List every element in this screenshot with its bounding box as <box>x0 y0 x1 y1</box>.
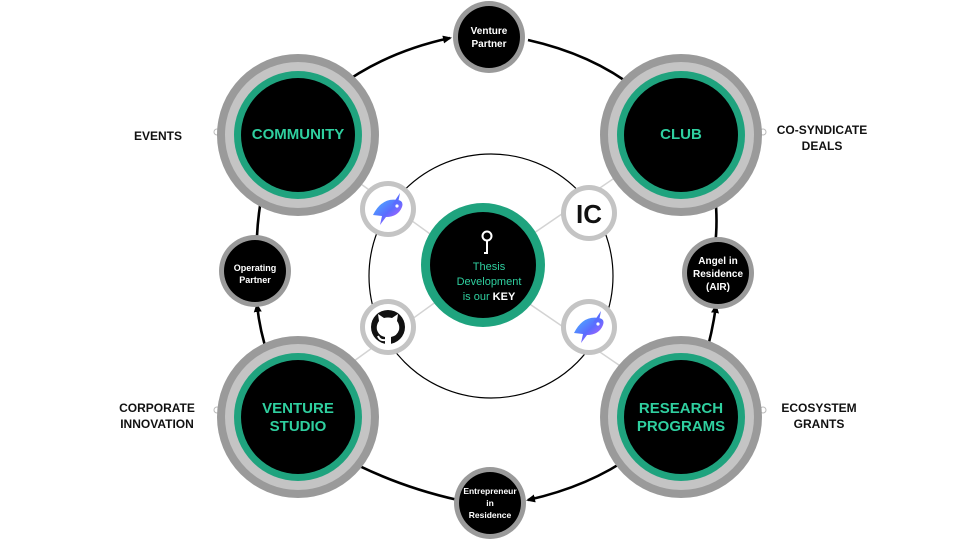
label-co-syndicate-line1: CO-SYNDICATE <box>777 123 867 137</box>
center-line3: is our KEY <box>463 291 516 303</box>
hub-research-programs[interactable]: RESEARCH PROGRAMS <box>600 336 762 498</box>
badge-bottom-right[interactable] <box>561 299 617 355</box>
ic-badge-text: IC <box>576 199 602 229</box>
hub-community[interactable]: COMMUNITY <box>217 54 379 216</box>
center-line2: Development <box>457 276 522 288</box>
github-icon <box>371 310 405 344</box>
hub-research-line1: RESEARCH <box>639 400 723 417</box>
role-entrepreneur-in-residence[interactable]: Entrepreneur in Residence <box>454 467 526 539</box>
fish-icon <box>373 193 403 225</box>
badge-bottom-left[interactable] <box>360 299 416 355</box>
center-thesis[interactable]: Thesis Development is our KEY <box>421 203 545 327</box>
role-venture-partner[interactable]: Venture Partner <box>453 1 525 73</box>
center-line1: Thesis <box>473 261 506 273</box>
air-line3: (AIR) <box>706 282 730 293</box>
role-operating-partner[interactable]: Operating Partner <box>219 235 291 307</box>
badge-top-right[interactable]: IC <box>561 185 617 241</box>
operating-partner-line1: Operating <box>234 263 277 273</box>
hub-community-label: COMMUNITY <box>252 126 345 143</box>
fish-icon <box>574 311 604 343</box>
label-events: EVENTS <box>134 129 182 143</box>
hub-club[interactable]: CLUB <box>600 54 762 216</box>
key-icon <box>481 230 493 254</box>
operating-partner-line2: Partner <box>239 275 271 285</box>
venture-partner-line2: Partner <box>471 39 506 50</box>
hub-club-label: CLUB <box>660 126 702 143</box>
hub-venture-studio-line1: VENTURE <box>262 400 334 417</box>
center-line3-prefix: is our <box>463 291 493 303</box>
air-line2: Residence <box>693 269 743 280</box>
hub-venture-studio[interactable]: VENTURE STUDIO <box>217 336 379 498</box>
label-ecosystem-line2: GRANTS <box>794 417 845 431</box>
role-angel-in-residence[interactable]: Angel in Residence (AIR) <box>682 237 754 309</box>
hub-research-line2: PROGRAMS <box>637 418 725 435</box>
label-ecosystem-line1: ECOSYSTEM <box>781 401 856 415</box>
center-key-word: KEY <box>493 291 516 303</box>
center-ring <box>368 153 614 399</box>
eir-line3: Residence <box>469 510 512 520</box>
air-line1: Angel in <box>698 256 737 267</box>
badge-top-left[interactable] <box>360 181 416 237</box>
label-corporate-line1: CORPORATE <box>119 401 195 415</box>
label-co-syndicate-line2: DEALS <box>802 139 843 153</box>
eir-line2: in <box>486 498 494 508</box>
eir-line1: Entrepreneur <box>463 486 517 496</box>
hub-venture-studio-line2: STUDIO <box>270 418 327 435</box>
venture-partner-line1: Venture <box>471 26 508 37</box>
label-corporate-line2: INNOVATION <box>120 417 194 431</box>
